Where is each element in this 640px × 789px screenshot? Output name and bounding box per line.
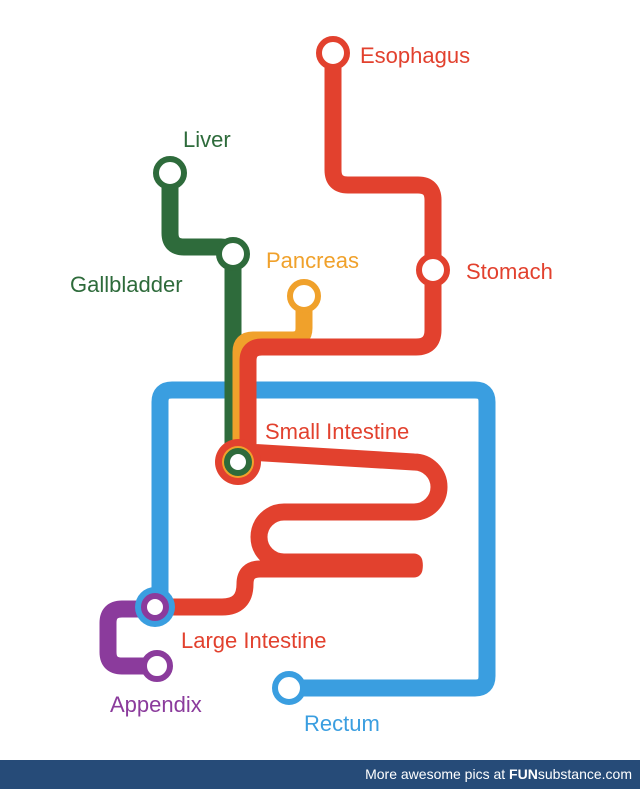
- rectum-label: Rectum: [304, 711, 380, 736]
- digestive-metro-map: Esophagus Stomach Liver Gallbladder Panc…: [70, 36, 553, 736]
- digestive-line: [151, 44, 448, 616]
- stomach-label: Stomach: [466, 259, 553, 284]
- esophagus-station: [316, 36, 350, 70]
- watermark-text: More awesome pics at FUNsubstance.com: [365, 766, 632, 782]
- small-intestine-label: Small Intestine: [265, 419, 409, 444]
- watermark-footer: More awesome pics at FUNsubstance.com: [0, 760, 640, 789]
- liver-line: [161, 164, 242, 471]
- appendix-label: Appendix: [110, 692, 202, 717]
- footer-brand[interactable]: FUNsubstance.com: [509, 766, 632, 782]
- stomach-station: [416, 253, 450, 287]
- pancreas-label: Pancreas: [266, 248, 359, 273]
- liver-label: Liver: [183, 127, 231, 152]
- large-intestine-label: Large Intestine: [181, 628, 327, 653]
- gallbladder-station: [216, 237, 250, 271]
- esophagus-label: Esophagus: [360, 43, 470, 68]
- liver-station: [153, 156, 187, 190]
- rectum-station: [272, 671, 306, 705]
- brand-fun: FUN: [509, 766, 538, 782]
- appendix-station: [141, 650, 173, 682]
- pancreas-station: [287, 279, 321, 313]
- small-intestine-station: [224, 448, 252, 476]
- brand-substance: substance.com: [537, 766, 632, 782]
- appendix-line: [99, 600, 166, 675]
- footer-text: More awesome pics at: [365, 766, 506, 782]
- large-intestine-station: [141, 593, 169, 621]
- gallbladder-label: Gallbladder: [70, 272, 183, 297]
